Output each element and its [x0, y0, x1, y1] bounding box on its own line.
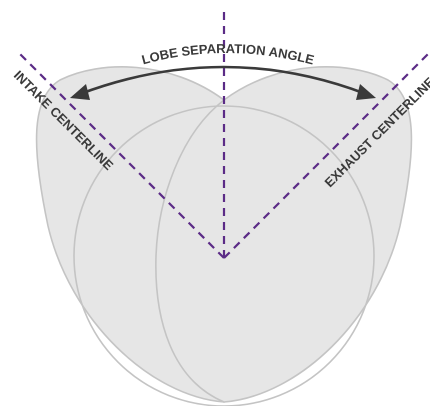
intake-centerline — [19, 53, 225, 259]
base-circle — [73, 105, 375, 406]
exhaust-lobe — [155, 66, 413, 403]
right-arrowhead — [356, 84, 376, 100]
title-label: LOBE SEPARATION ANGLE — [140, 41, 316, 68]
exhaust-centerline — [223, 53, 429, 259]
separation-arc — [79, 65, 367, 96]
left-arrowhead — [70, 84, 90, 100]
